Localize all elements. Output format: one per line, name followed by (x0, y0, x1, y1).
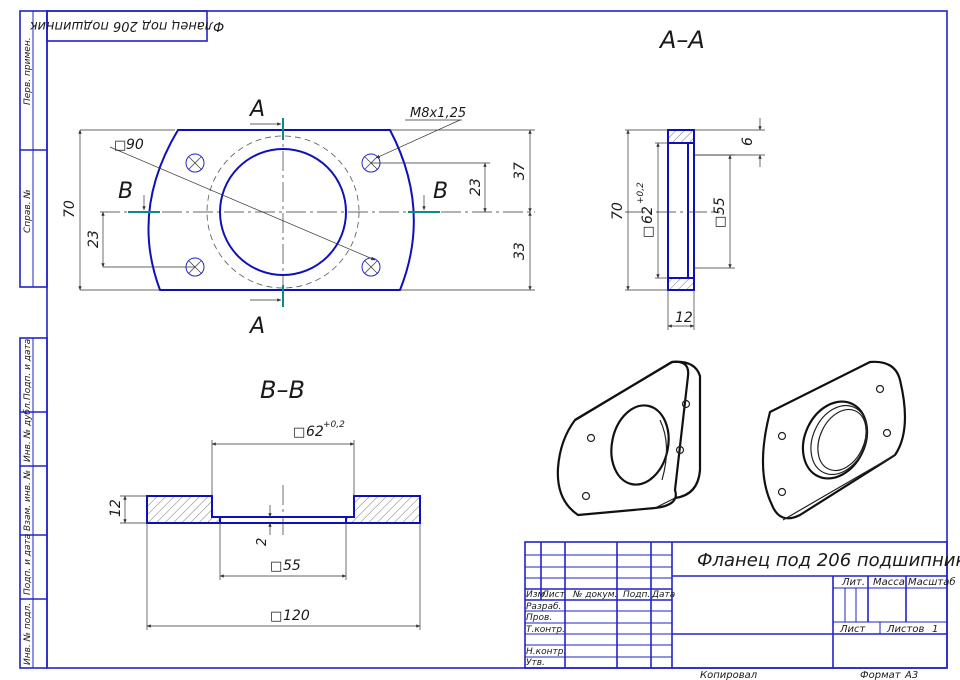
dim-6: 6 (740, 137, 756, 146)
dim-55-side: 55 (712, 197, 728, 215)
isometric-view-front (556, 360, 702, 517)
tol-62-bb: +0,2 (323, 420, 345, 430)
section-aa-labels: А–А 70 □ 62 +0,2 □ 55 6 12 (610, 26, 756, 326)
row-prov: Пров. (526, 613, 552, 623)
front-view-labels: А А В В □ 90 М8х1,25 70 23 23 37 33 (62, 97, 528, 339)
dim-70-front: 70 (62, 200, 78, 218)
cell-massa: Масса (873, 577, 905, 588)
tol-62-side: +0,2 (636, 182, 646, 204)
title-block (524, 541, 948, 669)
dim-2-bb: 2 (255, 538, 270, 546)
dim-70-side: 70 (610, 202, 626, 220)
dim-62-bb: 62 (306, 424, 324, 440)
dim-120-bb: 120 (283, 608, 310, 624)
cell-lit: Лит. (841, 577, 865, 588)
col-list: Лист (541, 590, 566, 600)
top-stamp-text: Фланец под 206 подшипник (30, 18, 225, 33)
row-nkontr: Н.контр. (526, 647, 566, 657)
left-strip-labels: Перв. примен. Справ. № Подп. и дата Инв.… (23, 37, 33, 665)
col-data: Дата (651, 590, 675, 600)
isometric-view-back (761, 360, 907, 521)
drawing-title: Фланец под 206 подшипник (697, 550, 960, 571)
front-view (78, 118, 535, 307)
strip-vzam-inv: Взам. инв. № (23, 470, 33, 531)
dim-23-left: 23 (86, 230, 102, 248)
footer-kopiroval: Копировал (700, 670, 758, 680)
dim-33: 33 (512, 242, 528, 260)
diam-symbol-62-bb: □ (293, 425, 305, 440)
diam-symbol-62-side: □ (641, 226, 656, 238)
top-stamp: Фланец под 206 подшипник (30, 10, 225, 42)
dim-37: 37 (512, 162, 528, 180)
section-aa-title: А–А (658, 26, 705, 54)
strip-inv-podl: Инв. № подл. (23, 603, 33, 665)
diam-symbol-120-bb: □ (270, 609, 282, 624)
row-tkontr: Т.контр. (526, 625, 565, 635)
cell-list: Лист (839, 624, 867, 635)
footer-format-value: А3 (904, 670, 918, 680)
strip-podp-data-1: Подп. и дата (23, 339, 33, 400)
cut-label-a-top: А (248, 97, 265, 122)
diam-symbol-90: □ (114, 138, 126, 153)
footer-format: Формат (860, 670, 902, 680)
col-izm: Изм. (526, 590, 547, 600)
section-bb-labels: В–В □ 62 +0,2 12 2 □ 55 □ 120 (108, 376, 345, 624)
strip-podp-data-2: Подп. и дата (23, 534, 33, 595)
diam-symbol-55-side: □ (713, 216, 728, 228)
section-bb (120, 440, 421, 630)
row-razrab: Разраб. (526, 602, 561, 612)
sheet-frame (19, 10, 948, 669)
col-podp: Подп. (623, 590, 650, 600)
cut-label-b-left: В (118, 179, 133, 204)
strip-perv-primen: Перв. примен. (23, 37, 33, 105)
dim-12-bb: 12 (108, 499, 124, 517)
strip-sprav-no: Справ. № (23, 189, 33, 233)
cell-listov-value: 1 (932, 624, 938, 635)
title-block-text: Фланец под 206 подшипник Изм. Лист № док… (526, 550, 960, 680)
dim-23-right: 23 (468, 178, 484, 196)
cell-listov: Листов (886, 624, 924, 635)
cell-masshtab: Масштаб (908, 576, 956, 588)
cut-label-b-right: В (433, 179, 448, 204)
dim-12-side: 12 (675, 310, 693, 326)
section-aa (625, 118, 765, 330)
diam-symbol-55-bb: □ (270, 559, 282, 574)
row-utv: Утв. (526, 658, 545, 668)
section-bb-title: В–В (260, 376, 305, 404)
dim-62-side: 62 (640, 206, 656, 224)
dim-90: 90 (126, 137, 144, 153)
dim-55-bb: 55 (283, 558, 301, 574)
col-doc: № докум. (572, 590, 617, 600)
strip-inv-dubl: Инв. № дубл. (23, 400, 33, 462)
cut-label-a-bottom: А (248, 314, 265, 339)
dim-thread: М8х1,25 (410, 106, 466, 121)
